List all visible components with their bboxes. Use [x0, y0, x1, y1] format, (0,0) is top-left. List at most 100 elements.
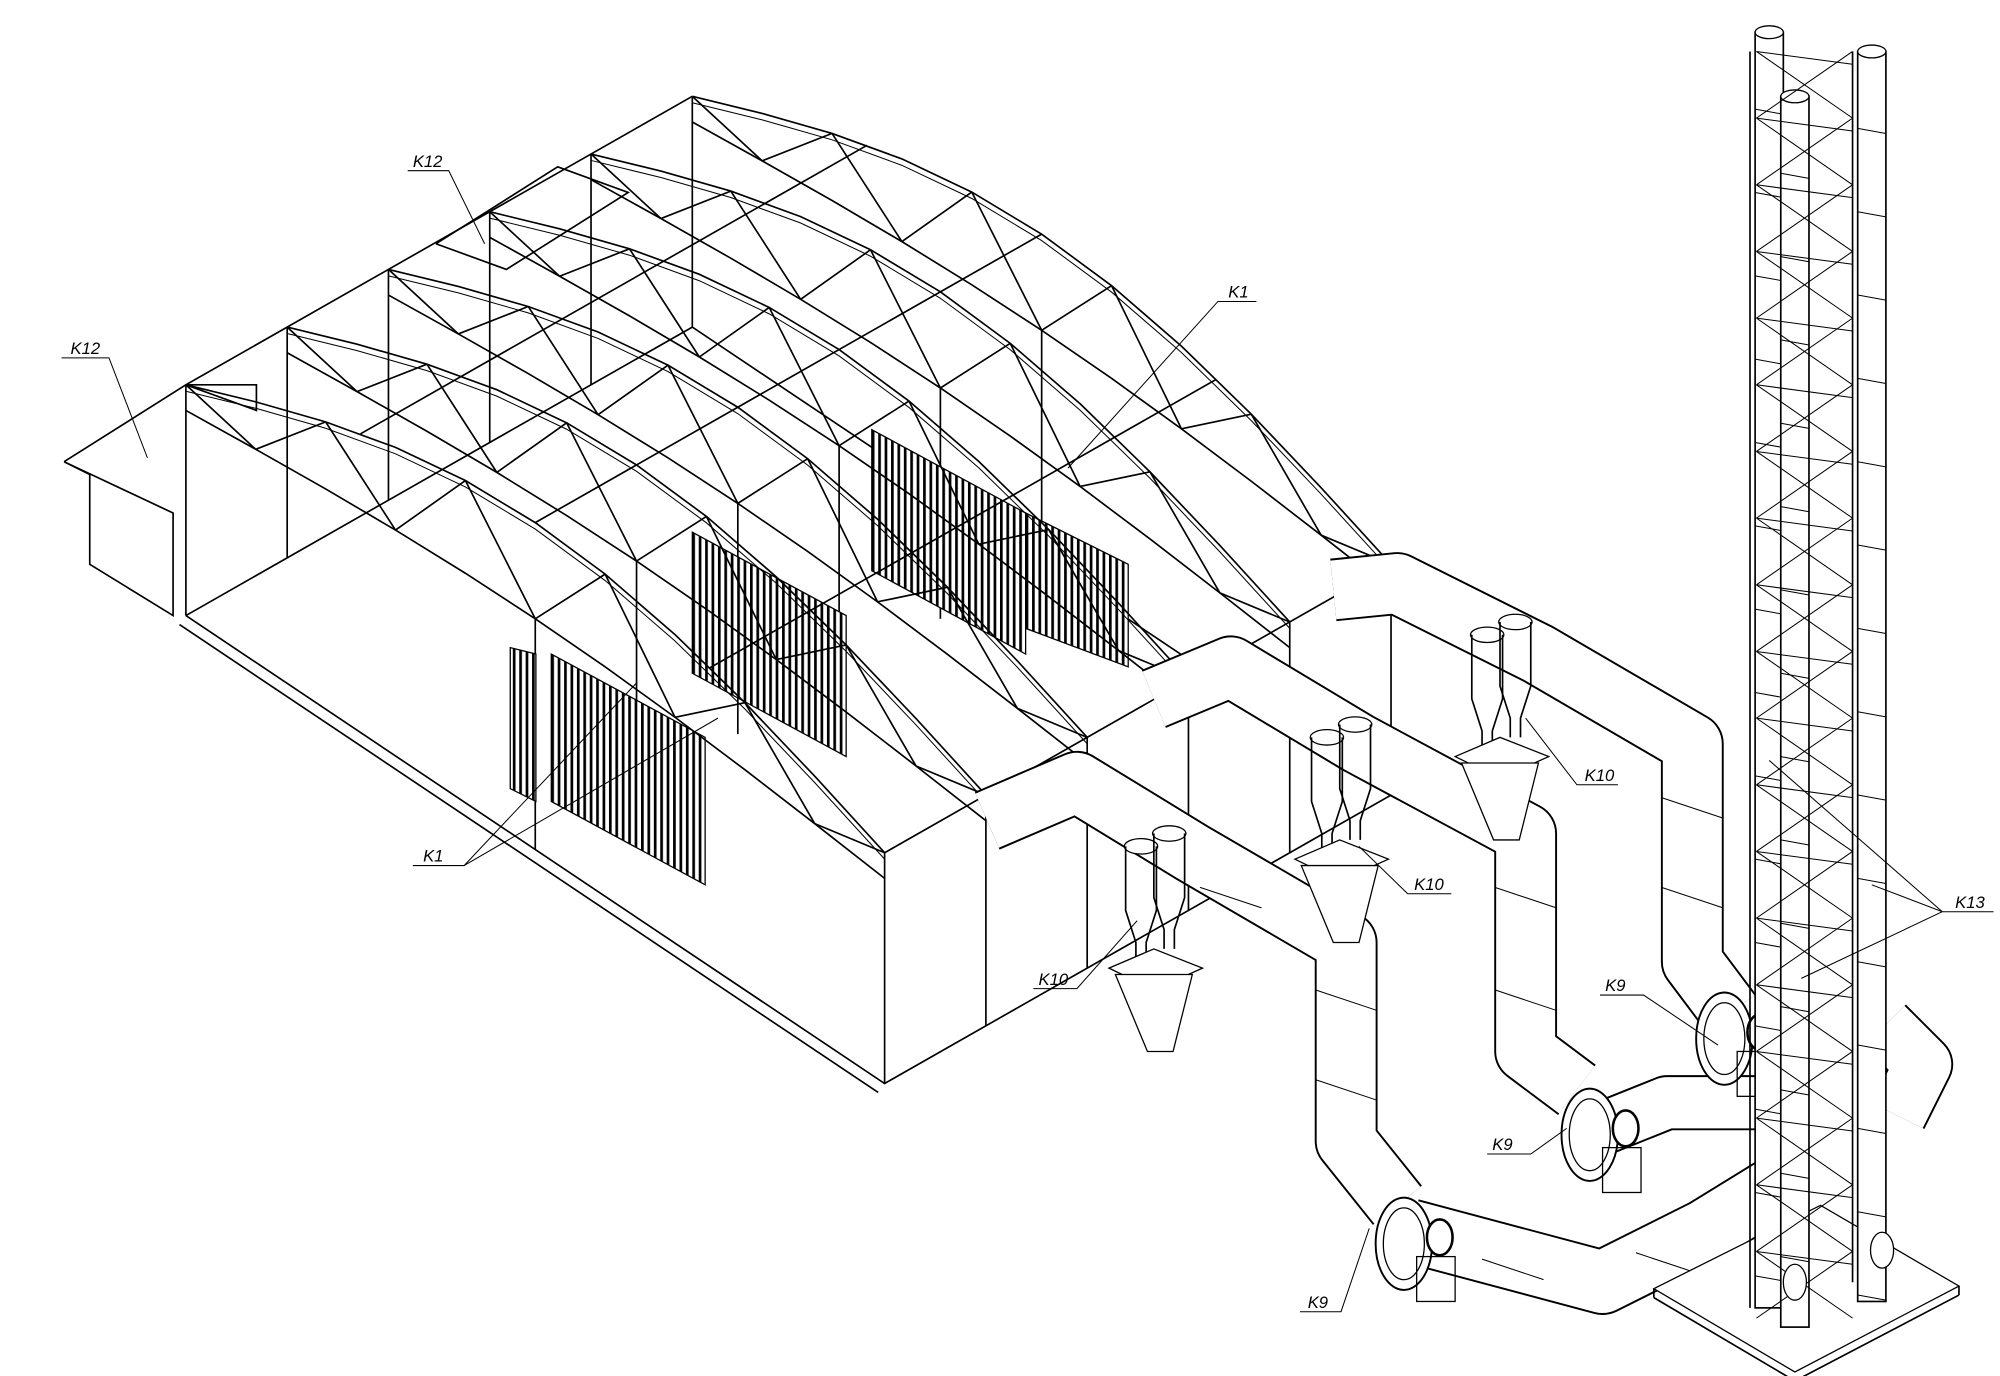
pipe-joint [1780, 672, 1810, 679]
pipe-joint [1755, 858, 1784, 865]
label-k9-b: K9 [1487, 1127, 1567, 1155]
label-text: K12 [71, 339, 101, 358]
cyclone-inlet [1151, 825, 1187, 842]
lattice-brace [1756, 1184, 1853, 1252]
lattice-brace [1756, 917, 1853, 986]
truss-top-chord [185, 390, 885, 860]
duct-joint [1661, 886, 1724, 909]
truss-diagonal [559, 248, 630, 278]
label-k12-top: K12 [407, 152, 486, 244]
truss-diagonal [776, 644, 847, 661]
truss-diagonal [806, 458, 879, 603]
fan-flange [1568, 1098, 1611, 1172]
pipe-joint [1857, 544, 1886, 551]
truss-tie [709, 378, 1217, 669]
truss-diagonal [489, 211, 561, 277]
stack-pipe-main [1779, 95, 1810, 1328]
truss-diagonal [768, 307, 840, 447]
pipe-joint [1857, 794, 1886, 801]
lattice-brace [1756, 584, 1853, 652]
pipe-joint [1780, 506, 1810, 513]
pipe-joint [1780, 589, 1810, 596]
lattice-brace [1756, 784, 1853, 852]
truss-diagonal [185, 384, 257, 450]
fan-stand [1416, 1255, 1456, 1303]
duct [1864, 1005, 1952, 1129]
end-hopper [63, 383, 258, 463]
end-hopper [63, 460, 174, 618]
pipe-joint [1780, 922, 1810, 929]
truss-diagonal [737, 458, 809, 505]
pipe-joint [1755, 525, 1784, 532]
truss-diagonal [395, 479, 466, 531]
pipe-joint [1780, 756, 1810, 763]
lattice-brace [1756, 651, 1853, 719]
truss-diagonal [255, 421, 326, 451]
duct [1142, 637, 1595, 1114]
pipe-joint [1780, 1006, 1810, 1013]
label-text: K10 [1585, 766, 1615, 785]
label-text: K12 [413, 152, 443, 171]
truss-diagonal [901, 191, 973, 243]
truss-top-chord [388, 275, 1088, 745]
lattice-brace [1756, 317, 1853, 386]
frame-base-edge [179, 623, 879, 1094]
duct-joint [1315, 1079, 1378, 1101]
truss-diagonal [939, 342, 1011, 389]
pipe-joint [1857, 377, 1886, 385]
pipe-joint [1857, 877, 1886, 885]
duct [1402, 1153, 1805, 1313]
duct-joint [1199, 886, 1262, 909]
pipe-joint [1780, 1172, 1810, 1179]
truss-top-chord [692, 102, 1392, 572]
truss-diagonal [387, 268, 459, 335]
truss-diagonal [1079, 471, 1151, 488]
duct-joint [1494, 886, 1557, 909]
fan-flange [1382, 1207, 1426, 1281]
fan-flange [1703, 1002, 1746, 1076]
truss-diagonal [1149, 471, 1221, 594]
pipe-joint [1755, 441, 1784, 449]
manhole [1869, 1231, 1895, 1269]
truss-diagonal [356, 363, 428, 393]
truss-tie [185, 95, 693, 386]
pipe-joint [1780, 172, 1810, 179]
label-text: K10 [1414, 875, 1444, 894]
cyclone-inlet [1469, 626, 1505, 644]
truss-diagonal [590, 153, 662, 220]
lattice-brace [1756, 251, 1853, 319]
duct-joint [1315, 989, 1378, 1011]
truss-diagonal [800, 249, 871, 300]
label-k13: K13 [1768, 760, 1994, 979]
duct-joint [1635, 1252, 1698, 1274]
truss-tie [884, 563, 1392, 854]
truss-top-chord [489, 217, 1189, 687]
truss-diagonal [761, 132, 833, 162]
truss-diagonal [744, 702, 816, 825]
truss-diagonal [915, 765, 987, 796]
cyclone-body [1499, 621, 1532, 738]
duct-system [974, 552, 1954, 1315]
fan-housing [1374, 1196, 1434, 1291]
roof-trusses [185, 95, 1392, 880]
duct [975, 752, 1421, 1224]
cyclone-inlet [1498, 613, 1533, 631]
pipe-joint [1857, 1294, 1886, 1301]
truss-diagonal [496, 422, 568, 474]
manhole [1782, 1263, 1808, 1301]
pipe-joint [1780, 1089, 1810, 1096]
truss-diagonal [426, 363, 498, 473]
truss-diagonal [667, 364, 739, 504]
label-k10-c: K10 [1525, 717, 1618, 786]
cyclone-body [1153, 833, 1186, 949]
pipe-joint [1755, 191, 1784, 199]
lattice-brace [1756, 717, 1853, 786]
fans [1374, 991, 1777, 1303]
truss-diagonal [1181, 413, 1252, 430]
truss-diagonal [674, 701, 746, 719]
truss-diagonal [869, 249, 942, 389]
pipe-joint [1857, 711, 1886, 718]
cyclone-inlet [1123, 838, 1159, 855]
duct-joint [1494, 989, 1557, 1011]
